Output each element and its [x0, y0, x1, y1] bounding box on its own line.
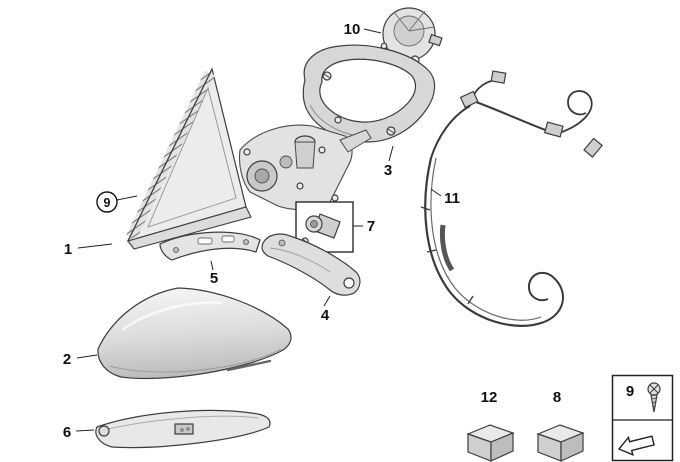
package-box-icon	[466, 424, 515, 462]
leader-line-11	[430, 188, 442, 197]
callout-9-circled[interactable]: 9	[96, 191, 138, 213]
part-4-support-arm	[261, 233, 361, 296]
leader-line-9	[116, 195, 138, 201]
callout-1[interactable]: 1	[64, 241, 72, 258]
leader-line-3	[388, 145, 394, 162]
callout-4[interactable]: 4	[321, 307, 330, 324]
callout-10[interactable]: 10	[344, 21, 361, 38]
part-7-camera-module	[295, 201, 354, 253]
callout-2[interactable]: 2	[63, 351, 71, 368]
callout-7[interactable]: 7	[367, 218, 375, 235]
leader-line-10	[363, 28, 382, 34]
part-1-base-triangle	[126, 67, 252, 250]
leader-line-1	[77, 243, 113, 249]
screw-icon	[647, 382, 661, 413]
callout-5[interactable]: 5	[210, 270, 218, 287]
callout-3[interactable]: 3	[384, 162, 392, 179]
leader-line-6	[75, 429, 95, 432]
mirror-drive-assembly	[238, 116, 372, 211]
part-3-housing-frame	[302, 44, 436, 143]
package-box-icon	[536, 424, 585, 462]
leader-line-2	[76, 354, 98, 359]
callout-circle	[96, 191, 118, 213]
legend-label-12[interactable]: 12	[481, 389, 498, 406]
legend-label-8[interactable]: 8	[553, 389, 561, 406]
part-6-turn-signal	[95, 409, 271, 449]
part-11-wiring-harness	[420, 70, 603, 327]
part-5-lower-trim	[159, 231, 261, 261]
callout-6[interactable]: 6	[63, 424, 71, 441]
leader-line-5	[210, 260, 214, 271]
callout-11[interactable]: 11	[444, 190, 460, 207]
legend-label-9[interactable]: 9	[626, 383, 634, 400]
callout-9[interactable]: 9	[104, 196, 111, 210]
leader-line-4	[323, 295, 331, 307]
arrow-icon	[617, 435, 655, 457]
part-2-mirror-cap	[97, 287, 292, 380]
